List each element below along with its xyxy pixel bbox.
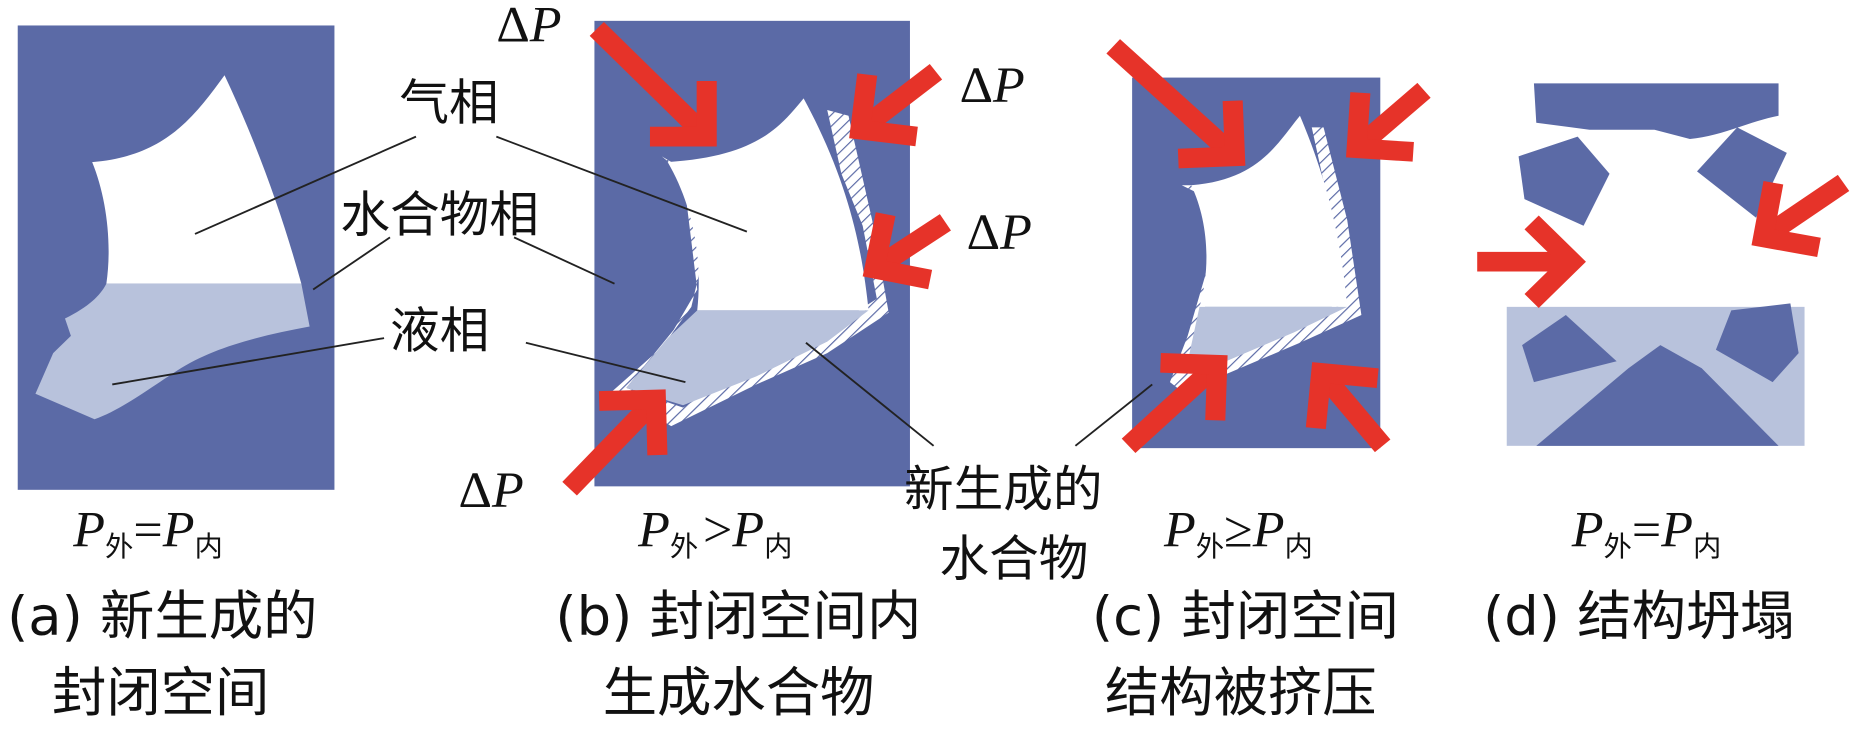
pressure-relation-d: P外=P内 [1571,502,1722,563]
pressure-arrow [1751,174,1850,258]
delta-p-label: ΔP [967,204,1032,260]
pressure-arrow [1106,39,1246,169]
pressure-relation-a: P外=P内 [72,502,223,563]
liquid-region [35,283,310,420]
pressure-arrow [1305,362,1391,453]
caption-a-line2: 封闭空间 [52,662,269,724]
panel-a [17,25,335,490]
label-hydrate-phase: 水合物相 [340,186,538,243]
pressure-arrow [862,212,951,290]
collapsed-fragment [1536,345,1779,446]
pressure-arrow [589,21,717,147]
label-liquid-phase: 液相 [390,302,489,359]
new-hydrate-layer [1169,127,1362,392]
panel-d [1506,83,1805,446]
gas-cavity [1191,115,1348,307]
label-new-hydrate-line1: 新生成的 [904,461,1102,518]
collapsed-fragment [1533,83,1779,139]
caption-c-line1: (c) 封闭空间 [1092,585,1399,647]
caption-a-line1: (a) 新生成的 [7,585,317,647]
label-new-hydrate-line2: 水合物 [939,530,1088,587]
pressure-arrows [562,21,1850,496]
collapsed-fragment [1522,314,1617,383]
panel-c [1132,77,1381,449]
pressure-relation-b: P外>P内 [637,502,792,563]
delta-p-label: ΔP [459,463,524,519]
caption-b-line1: (b) 封闭空间内 [555,585,921,647]
caption-c-line2: 结构被挤压 [1105,662,1377,724]
gas-cavity [667,98,869,311]
caption-d-line1: (d) 结构坍塌 [1483,585,1795,647]
captions: (a) 新生成的 封闭空间 (b) 封闭空间内 生成水合物 (c) 封闭空间 结… [7,585,1795,724]
pressure-arrow [849,64,943,147]
gas-cavity [92,75,302,284]
liquid-region [626,310,869,406]
delta-p-label: ΔP [496,0,561,54]
pressure-relation-c: P外≥P内 [1163,502,1313,563]
leader-lines [112,135,1153,447]
pressure-arrow [1345,82,1431,162]
collapsed-fragment [1715,303,1799,383]
delta-p-labels: ΔP ΔP ΔP ΔP [459,0,1032,519]
label-gas-phase: 气相 [399,74,498,131]
pressure-arrow [1477,215,1586,308]
caption-b-line2: 生成水合物 [603,662,875,724]
pressure-arrow [562,389,668,496]
new-hydrate-layer [612,110,889,427]
delta-p-label: ΔP [960,57,1025,113]
pressure-relations: P外=P内 P外>P内 P外≥P内 P外=P内 [72,502,1721,563]
collapsed-fragment [1518,136,1610,226]
pressure-arrow [1121,353,1228,454]
